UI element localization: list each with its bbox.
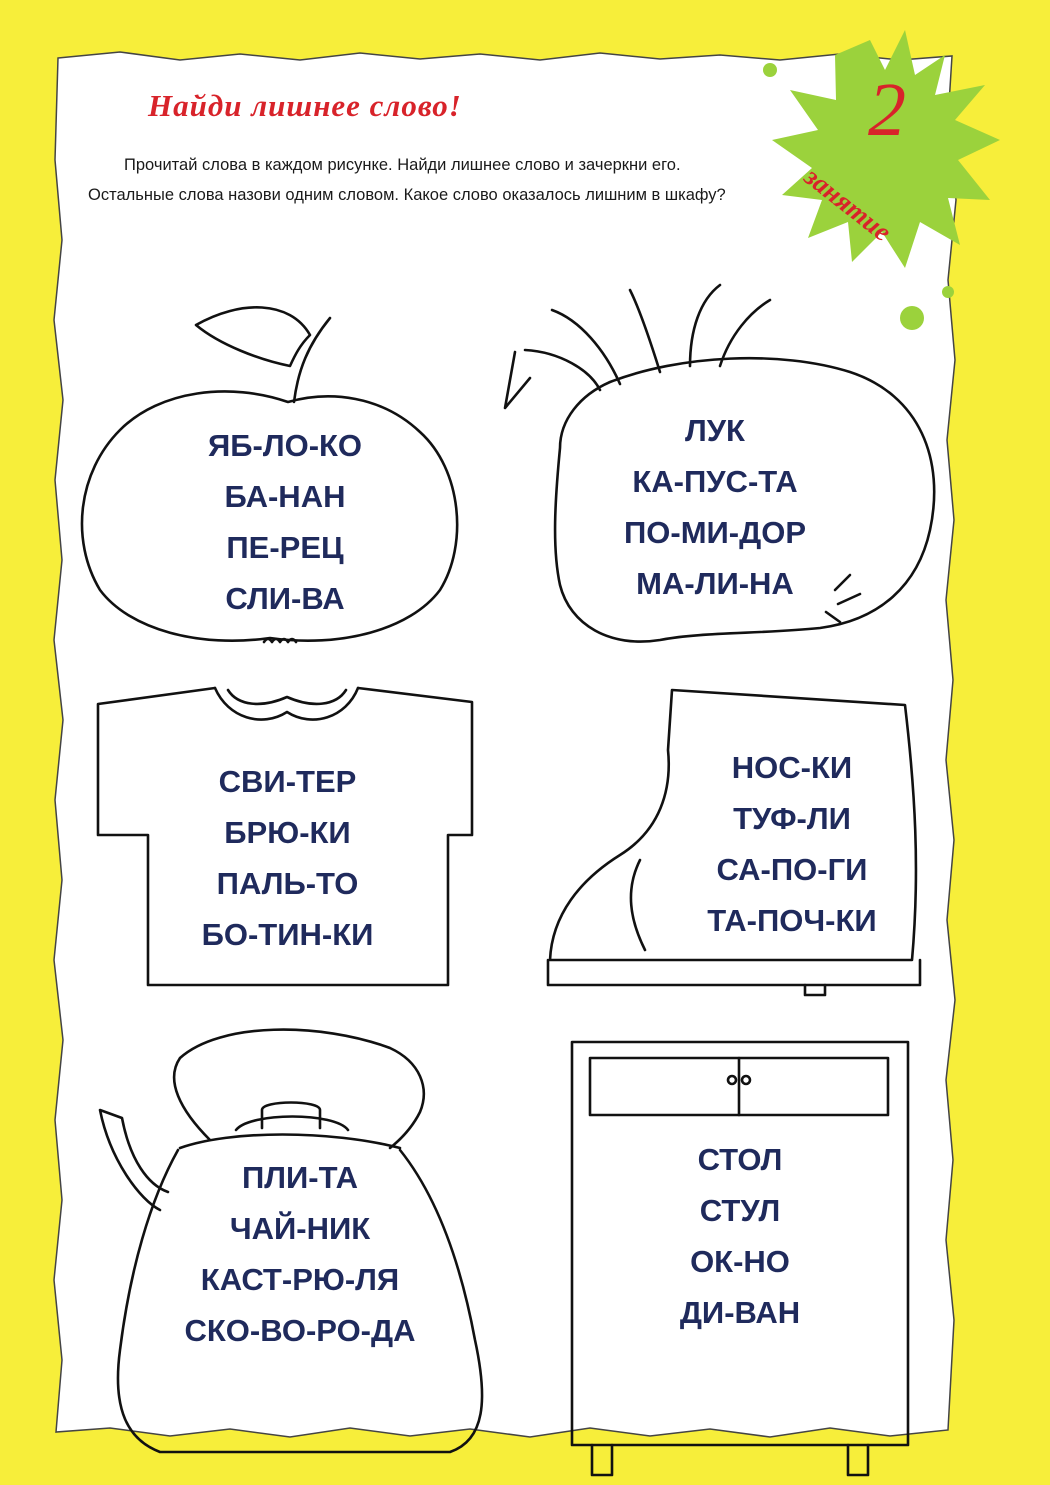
- word-item[interactable]: ПО-МИ-ДОР: [623, 515, 807, 550]
- teapot-icon: [98, 1028, 484, 1454]
- word-list-apple: ЯБ-ЛО-КО БА-НАН ПЕ-РЕЦ СЛИ-ВА: [150, 420, 420, 624]
- word-item[interactable]: ПЛИ-ТА: [241, 1160, 358, 1195]
- word-list-boot: НОС-КИ ТУФ-ЛИ СА-ПО-ГИ ТА-ПОЧ-КИ: [672, 742, 912, 946]
- word-item[interactable]: СТОЛ: [697, 1142, 783, 1177]
- beet-icon: [503, 283, 936, 643]
- word-item[interactable]: СВИ-ТЕР: [218, 764, 357, 799]
- word-item[interactable]: БА-НАН: [224, 479, 346, 514]
- word-item[interactable]: НОС-КИ: [731, 750, 853, 785]
- word-item[interactable]: СЛИ-ВА: [225, 581, 345, 616]
- word-list-teapot: ПЛИ-ТА ЧАЙ-НИК КАСТ-РЮ-ЛЯ СКО-ВО-РО-ДА: [150, 1152, 450, 1356]
- page-title: Найди лишнее слово!: [148, 88, 462, 123]
- word-item[interactable]: ДИ-ВАН: [679, 1295, 801, 1330]
- word-item[interactable]: СКО-ВО-РО-ДА: [184, 1313, 416, 1348]
- boot-icon: [546, 688, 922, 997]
- word-item[interactable]: КАСТ-РЮ-ЛЯ: [200, 1262, 400, 1297]
- word-item[interactable]: БО-ТИН-КИ: [201, 917, 374, 952]
- word-item[interactable]: МА-ЛИ-НА: [636, 566, 794, 601]
- cabinet-icon: [570, 1040, 910, 1477]
- word-item[interactable]: ТА-ПОЧ-КИ: [707, 903, 877, 938]
- word-list-shirt: СВИ-ТЕР БРЮ-КИ ПАЛЬ-ТО БО-ТИН-КИ: [155, 756, 420, 960]
- word-item[interactable]: БРЮ-КИ: [224, 815, 351, 850]
- word-item[interactable]: ОК-НО: [690, 1244, 790, 1279]
- instructions-text: Прочитай слова в каждом рисунке. Найди л…: [88, 156, 726, 204]
- word-item[interactable]: СТУЛ: [699, 1193, 781, 1228]
- word-item[interactable]: КА-ПУС-ТА: [632, 464, 798, 499]
- word-item[interactable]: ЧАЙ-НИК: [229, 1211, 371, 1246]
- word-item[interactable]: ПЕ-РЕЦ: [226, 530, 344, 565]
- word-list-beet: ЛУК КА-ПУС-ТА ПО-МИ-ДОР МА-ЛИ-НА: [580, 405, 850, 609]
- word-item[interactable]: ПАЛЬ-ТО: [216, 866, 359, 901]
- word-item[interactable]: ТУФ-ЛИ: [733, 801, 851, 836]
- lesson-number: 2: [868, 68, 906, 152]
- word-item[interactable]: ЛУК: [685, 413, 745, 448]
- shirt-icon: [96, 686, 474, 987]
- green-splash: [763, 30, 1000, 330]
- word-list-cabinet: СТОЛ СТУЛ ОК-НО ДИ-ВАН: [630, 1134, 850, 1338]
- word-item[interactable]: ЯБ-ЛО-КО: [207, 428, 363, 463]
- apple-icon: [80, 306, 459, 644]
- word-item[interactable]: СА-ПО-ГИ: [716, 852, 868, 887]
